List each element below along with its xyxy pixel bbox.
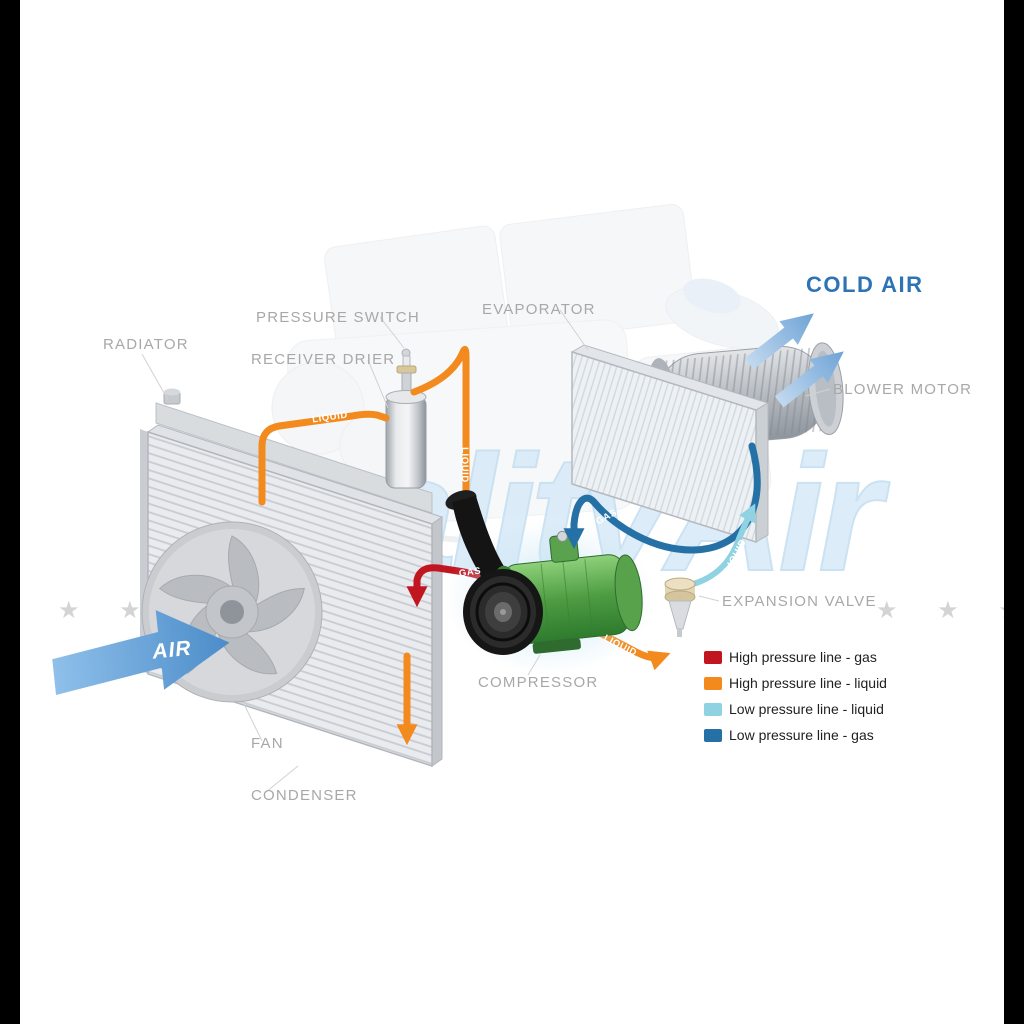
air-arrow-icon [52,610,230,696]
legend-row-hp-liquid: High pressure line - liquid [704,675,887,691]
flow-label-liquid-after-drier: LIQUID [459,447,470,483]
pipe-condenser-to-drier [258,410,390,506]
compressor-pulley [463,569,543,655]
left-letterbox-bar [0,0,20,1024]
legend: High pressure line - gas High pressure l… [704,649,887,743]
right-letterbox-bar [1004,0,1024,1024]
air-flow-arrow: AIR [52,610,230,696]
label-blower-motor: BLOWER MOTOR [833,381,972,398]
label-cold-air: COLD AIR [806,272,924,297]
legend-swatch-hp-liquid [704,677,722,690]
label-pressure-switch: PRESSURE SWITCH [256,309,420,326]
legend-label-hp-gas: High pressure line - gas [729,649,877,665]
label-expansion-valve: EXPANSION VALVE [722,593,877,610]
legend-label-lp-gas: Low pressure line - gas [729,727,874,743]
watermark-stars-right-icon: ★ ★ ★ [876,596,1024,624]
legend-row-lp-gas: Low pressure line - gas [704,727,874,743]
compressor-belt [452,496,512,590]
receiver-drier [385,390,427,489]
label-condenser: CONDENSER [251,787,358,804]
evaporator [570,344,770,544]
refrigerant-pipes-low-pressure [563,442,761,589]
label-evaporator: EVAPORATOR [482,301,596,318]
cold-air-arrow-icon [774,351,844,408]
legend-label-hp-liquid: High pressure line - liquid [729,675,887,691]
flow-label-gas-discharge: GAS [458,565,482,579]
label-compressor: COMPRESSOR [478,674,598,691]
legend-label-lp-liquid: Low pressure line - liquid [729,701,884,717]
label-fan: FAN [251,735,284,752]
pressure-switch [396,348,417,398]
pipe-expansion-valve-to-evaporator [683,503,756,589]
legend-row-lp-liquid: Low pressure line - liquid [704,701,884,717]
leader-lines [141,309,831,793]
label-air: AIR [150,637,192,664]
legend-swatch-lp-gas [704,729,722,742]
expansion-valve [664,577,696,637]
legend-row-hp-gas: High pressure line - gas [704,649,877,665]
legend-swatch-lp-liquid [704,703,722,716]
legend-swatch-hp-gas [704,651,722,664]
compressor [445,490,655,674]
label-receiver-drier: RECEIVER DRIER [251,351,395,368]
radiator [155,388,433,514]
evaporator-core [571,350,757,544]
component-labels: RADIATOR PRESSURE SWITCH RECEIVER DRIER … [103,272,972,804]
cold-air-arrow-icon [744,313,814,370]
label-radiator: RADIATOR [103,336,189,353]
flow-label-liquid-after-condenser: LIQUID [312,410,349,426]
cold-air-arrows [744,313,844,408]
